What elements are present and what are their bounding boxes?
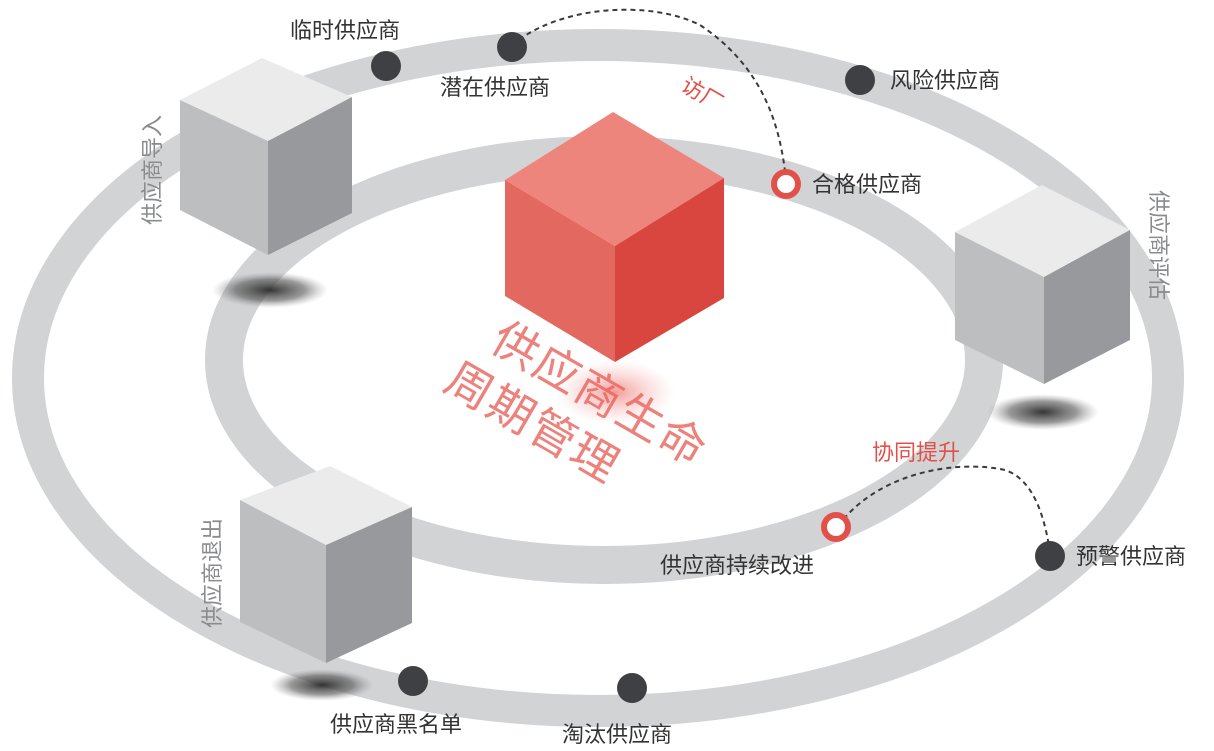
cube-exit: [240, 466, 412, 663]
cube-evaluation-label: 供应商评估: [1145, 190, 1170, 300]
node-potential-label: 潜在供应商: [440, 76, 550, 101]
node-continuous-ring: [821, 512, 851, 542]
link-visit-label: 访厂: [676, 73, 727, 117]
node-eliminated-label: 淘汰供应商: [562, 723, 672, 748]
node-risk-label: 风险供应商: [890, 69, 1000, 94]
link-cooperate-label: 协同提升: [872, 441, 960, 466]
cube-import: [180, 58, 352, 255]
cube-shadow-evaluation: [987, 394, 1099, 430]
outer-ring: [12, 29, 1184, 727]
node-temporary-dot: [371, 51, 401, 81]
center-cube: [505, 112, 724, 362]
cube-exit-label: 供应商退出: [201, 518, 226, 628]
node-qualified-label: 合格供应商: [812, 173, 922, 198]
center-glow: [555, 360, 675, 424]
node-temporary-label: 临时供应商: [290, 19, 400, 44]
node-risk-dot: [845, 65, 875, 95]
node-qualified-ring: [771, 169, 801, 199]
node-continuous-label: 供应商持续改进: [660, 554, 814, 579]
cube-import-label: 供应商导入: [141, 115, 166, 225]
node-warning-dot: [1035, 541, 1065, 571]
link-cooperate-curve: [837, 465, 1051, 553]
node-blacklist-dot: [398, 666, 428, 696]
cube-shadow-exit: [270, 669, 374, 701]
node-blacklist-label: 供应商黑名单: [330, 713, 462, 738]
node-warning-label: 预警供应商: [1076, 545, 1186, 570]
node-potential-dot: [497, 32, 527, 62]
link-visit-curve: [511, 8, 787, 181]
node-eliminated-dot: [617, 673, 647, 703]
cube-evaluation: [955, 185, 1130, 384]
cube-shadow-import: [212, 272, 328, 308]
